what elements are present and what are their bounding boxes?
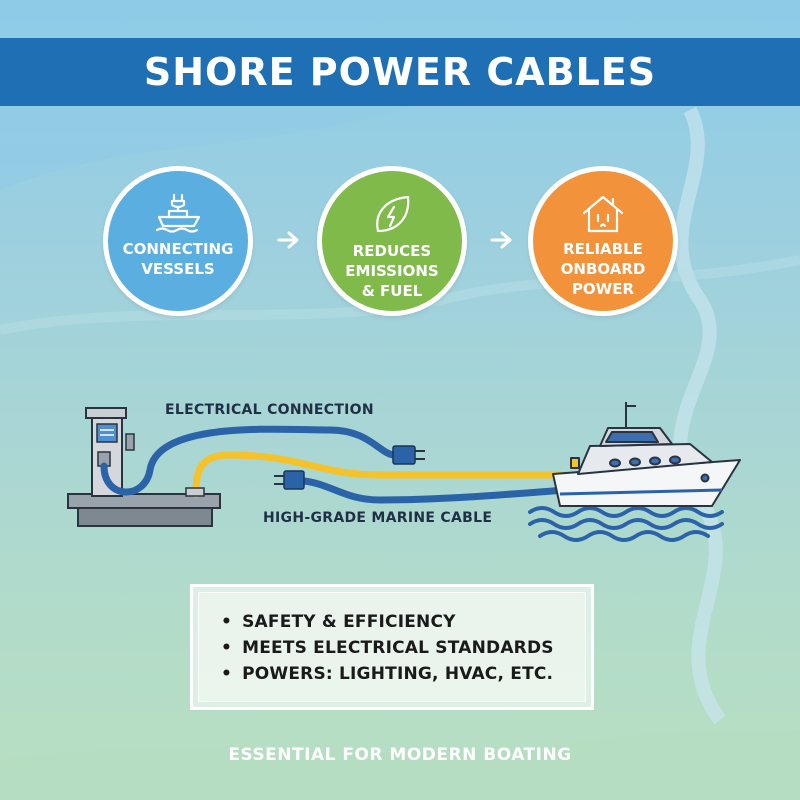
plug-icon xyxy=(274,470,305,490)
cable-diagram xyxy=(67,402,741,542)
page-title: SHORE POWER CABLES xyxy=(143,50,657,94)
house-outlet-icon xyxy=(582,195,624,233)
bullet-item: MEETS ELECTRICAL STANDARDS xyxy=(239,635,585,661)
blue-cable-top xyxy=(100,425,399,496)
step-label-line: RELIABLE xyxy=(563,240,643,258)
step-label-line: REDUCES xyxy=(352,242,432,260)
arrow-right-icon xyxy=(277,231,299,249)
dock-platform xyxy=(67,493,221,527)
benefits-box: SAFETY & EFFICIENCY MEETS ELECTRICAL STA… xyxy=(190,584,594,710)
arrow-right-icon xyxy=(490,231,512,249)
bullet-item: POWERS: LIGHTING, HVAC, ETC. xyxy=(239,661,585,687)
ship-plug-icon xyxy=(155,193,201,233)
yacht xyxy=(552,402,741,507)
yellow-cable xyxy=(192,451,569,498)
water-waves xyxy=(528,506,724,542)
footer-tagline: ESSENTIAL FOR MODERN BOATING xyxy=(228,745,572,765)
blue-cable-bottom xyxy=(286,476,569,504)
electrical-connection-label: ELECTRICAL CONNECTION xyxy=(165,402,374,418)
step-connecting-vessels: CONNECTING VESSELS xyxy=(103,166,253,316)
step-reduces-emissions: REDUCES EMISSIONS & FUEL xyxy=(317,166,467,316)
step-label-line: & FUEL xyxy=(361,282,423,300)
leaf-bolt-icon xyxy=(376,195,410,233)
bullet-item: SAFETY & EFFICIENCY xyxy=(239,609,585,635)
title-banner: SHORE POWER CABLES xyxy=(0,38,800,106)
step-label-line: POWER xyxy=(571,280,635,298)
step-reliable-power: RELIABLE ONBOARD POWER xyxy=(528,166,678,316)
plug-icon xyxy=(392,445,425,465)
step-label-line: ONBOARD xyxy=(560,260,646,278)
step-label-line: VESSELS xyxy=(141,260,215,278)
step-label-line: EMISSIONS xyxy=(345,262,439,280)
marine-cable-label: HIGH-GRADE MARINE CABLE xyxy=(263,510,493,526)
step-label-line: CONNECTING xyxy=(122,240,234,258)
